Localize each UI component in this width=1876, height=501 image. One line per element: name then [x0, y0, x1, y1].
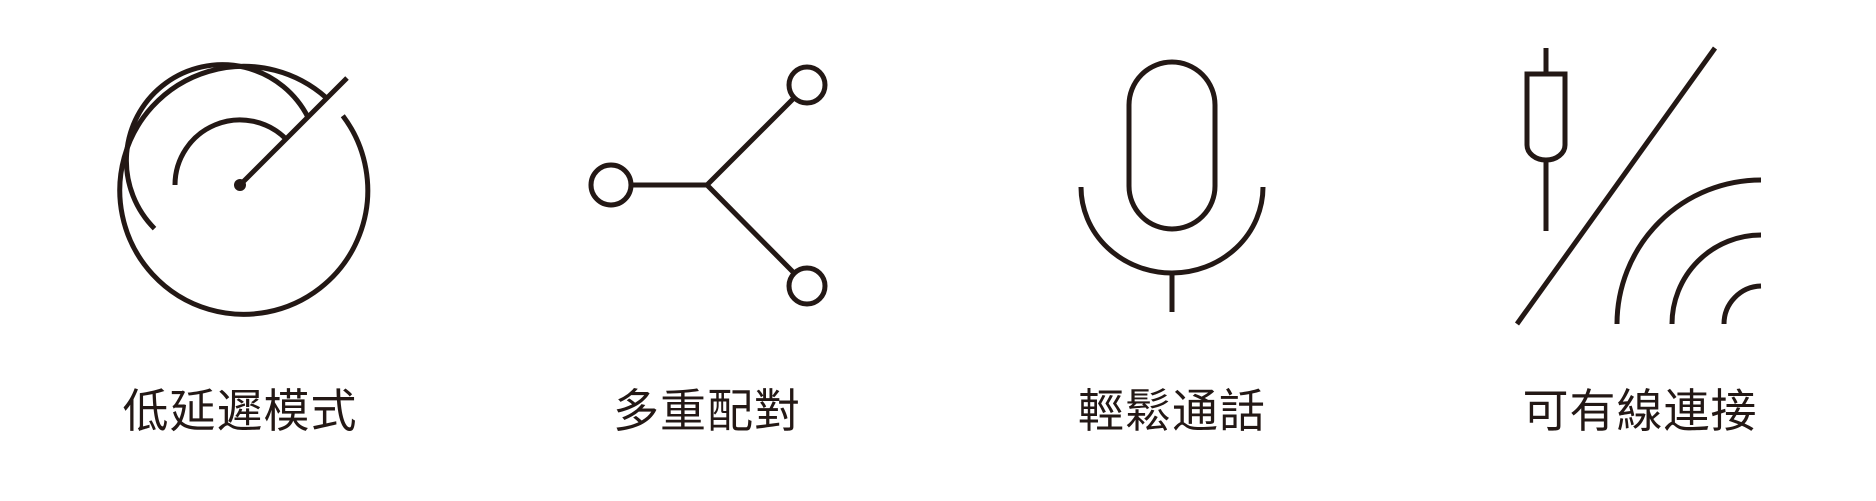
feature-label-easy-call: 輕鬆通話 — [1078, 384, 1266, 438]
microphone-icon — [1078, 59, 1266, 312]
feature-label-low-latency: 低延遲模式 — [122, 384, 358, 438]
feature-label-multipoint: 多重配對 — [613, 384, 801, 438]
multi-pairing-network-icon — [588, 64, 828, 307]
radar-gauge-icon — [117, 62, 371, 317]
feature-label-wired: 可有線連接 — [1522, 384, 1758, 438]
wired-plug-wireless-icon — [1514, 46, 1762, 326]
